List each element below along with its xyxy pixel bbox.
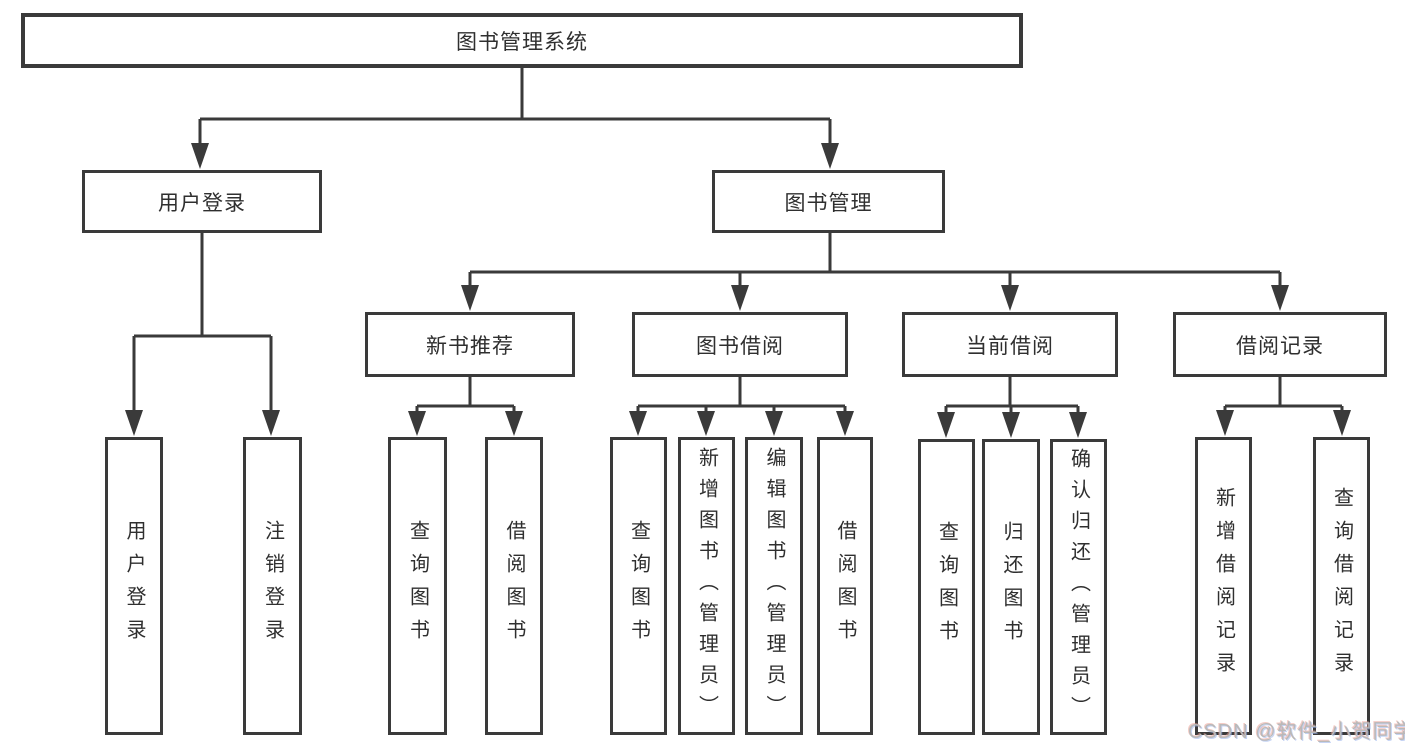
leaf-label: 新增借阅记录 xyxy=(1212,487,1235,685)
node-label: 新书推荐 xyxy=(426,334,514,358)
arrowheads xyxy=(125,143,1351,438)
leaf-edit-book-admin: 编辑图书（管理员） xyxy=(745,437,803,735)
node-label: 当前借阅 xyxy=(966,334,1054,358)
leaf-query-books-current: 查询图书 xyxy=(918,439,975,735)
node-label: 图书管理 xyxy=(784,191,873,215)
leaf-query-books-borrowing: 查询图书 xyxy=(610,437,667,735)
leaf-label: 确认归还（管理员） xyxy=(1067,447,1090,727)
leaf-label: 用户登录 xyxy=(123,520,145,652)
leaf-label: 注销登录 xyxy=(261,520,284,652)
node-library-management-system: 图书管理系统 xyxy=(21,13,1023,68)
node-label: 借阅记录 xyxy=(1236,334,1324,358)
leaf-label: 查询图书 xyxy=(627,520,650,652)
leaf-label: 借阅图书 xyxy=(834,520,856,652)
leaf-label: 新增图书（管理员） xyxy=(695,446,718,726)
leaf-label: 借阅图书 xyxy=(503,520,525,652)
node-current-borrowing: 当前借阅 xyxy=(902,312,1118,377)
leaf-query-borrow-record: 查询借阅记录 xyxy=(1313,437,1370,735)
leaf-return-book: 归还图书 xyxy=(982,439,1040,735)
node-label: 图书借阅 xyxy=(696,334,784,358)
node-book-borrowing: 图书借阅 xyxy=(632,312,848,377)
leaf-label: 归还图书 xyxy=(1000,521,1022,653)
leaf-borrow-books-recommend: 借阅图书 xyxy=(485,437,543,735)
leaf-query-books-recommend: 查询图书 xyxy=(388,437,447,735)
node-borrowing-records: 借阅记录 xyxy=(1173,312,1387,377)
leaf-label: 查询借阅记录 xyxy=(1330,487,1353,685)
node-label: 用户登录 xyxy=(158,191,246,215)
leaf-confirm-return-admin: 确认归还（管理员） xyxy=(1050,439,1107,735)
node-label: 图书管理系统 xyxy=(456,30,588,54)
leaf-label: 查询图书 xyxy=(935,521,958,653)
leaf-label: 编辑图书（管理员） xyxy=(763,446,785,726)
node-new-book-recommendation: 新书推荐 xyxy=(365,312,575,377)
leaf-add-book-admin: 新增图书（管理员） xyxy=(678,437,735,735)
csdn-watermark: CSDN @软件_小贺同学 xyxy=(1188,721,1405,743)
leaf-label: 查询图书 xyxy=(406,520,429,652)
node-book-management-module: 图书管理 xyxy=(712,170,945,233)
leaf-add-borrow-record: 新增借阅记录 xyxy=(1195,437,1252,735)
leaf-user-login: 用户登录 xyxy=(105,437,163,735)
node-user-login-module: 用户登录 xyxy=(82,170,322,233)
leaf-logout: 注销登录 xyxy=(243,437,302,735)
leaf-borrow-books-borrowing: 借阅图书 xyxy=(817,437,873,735)
